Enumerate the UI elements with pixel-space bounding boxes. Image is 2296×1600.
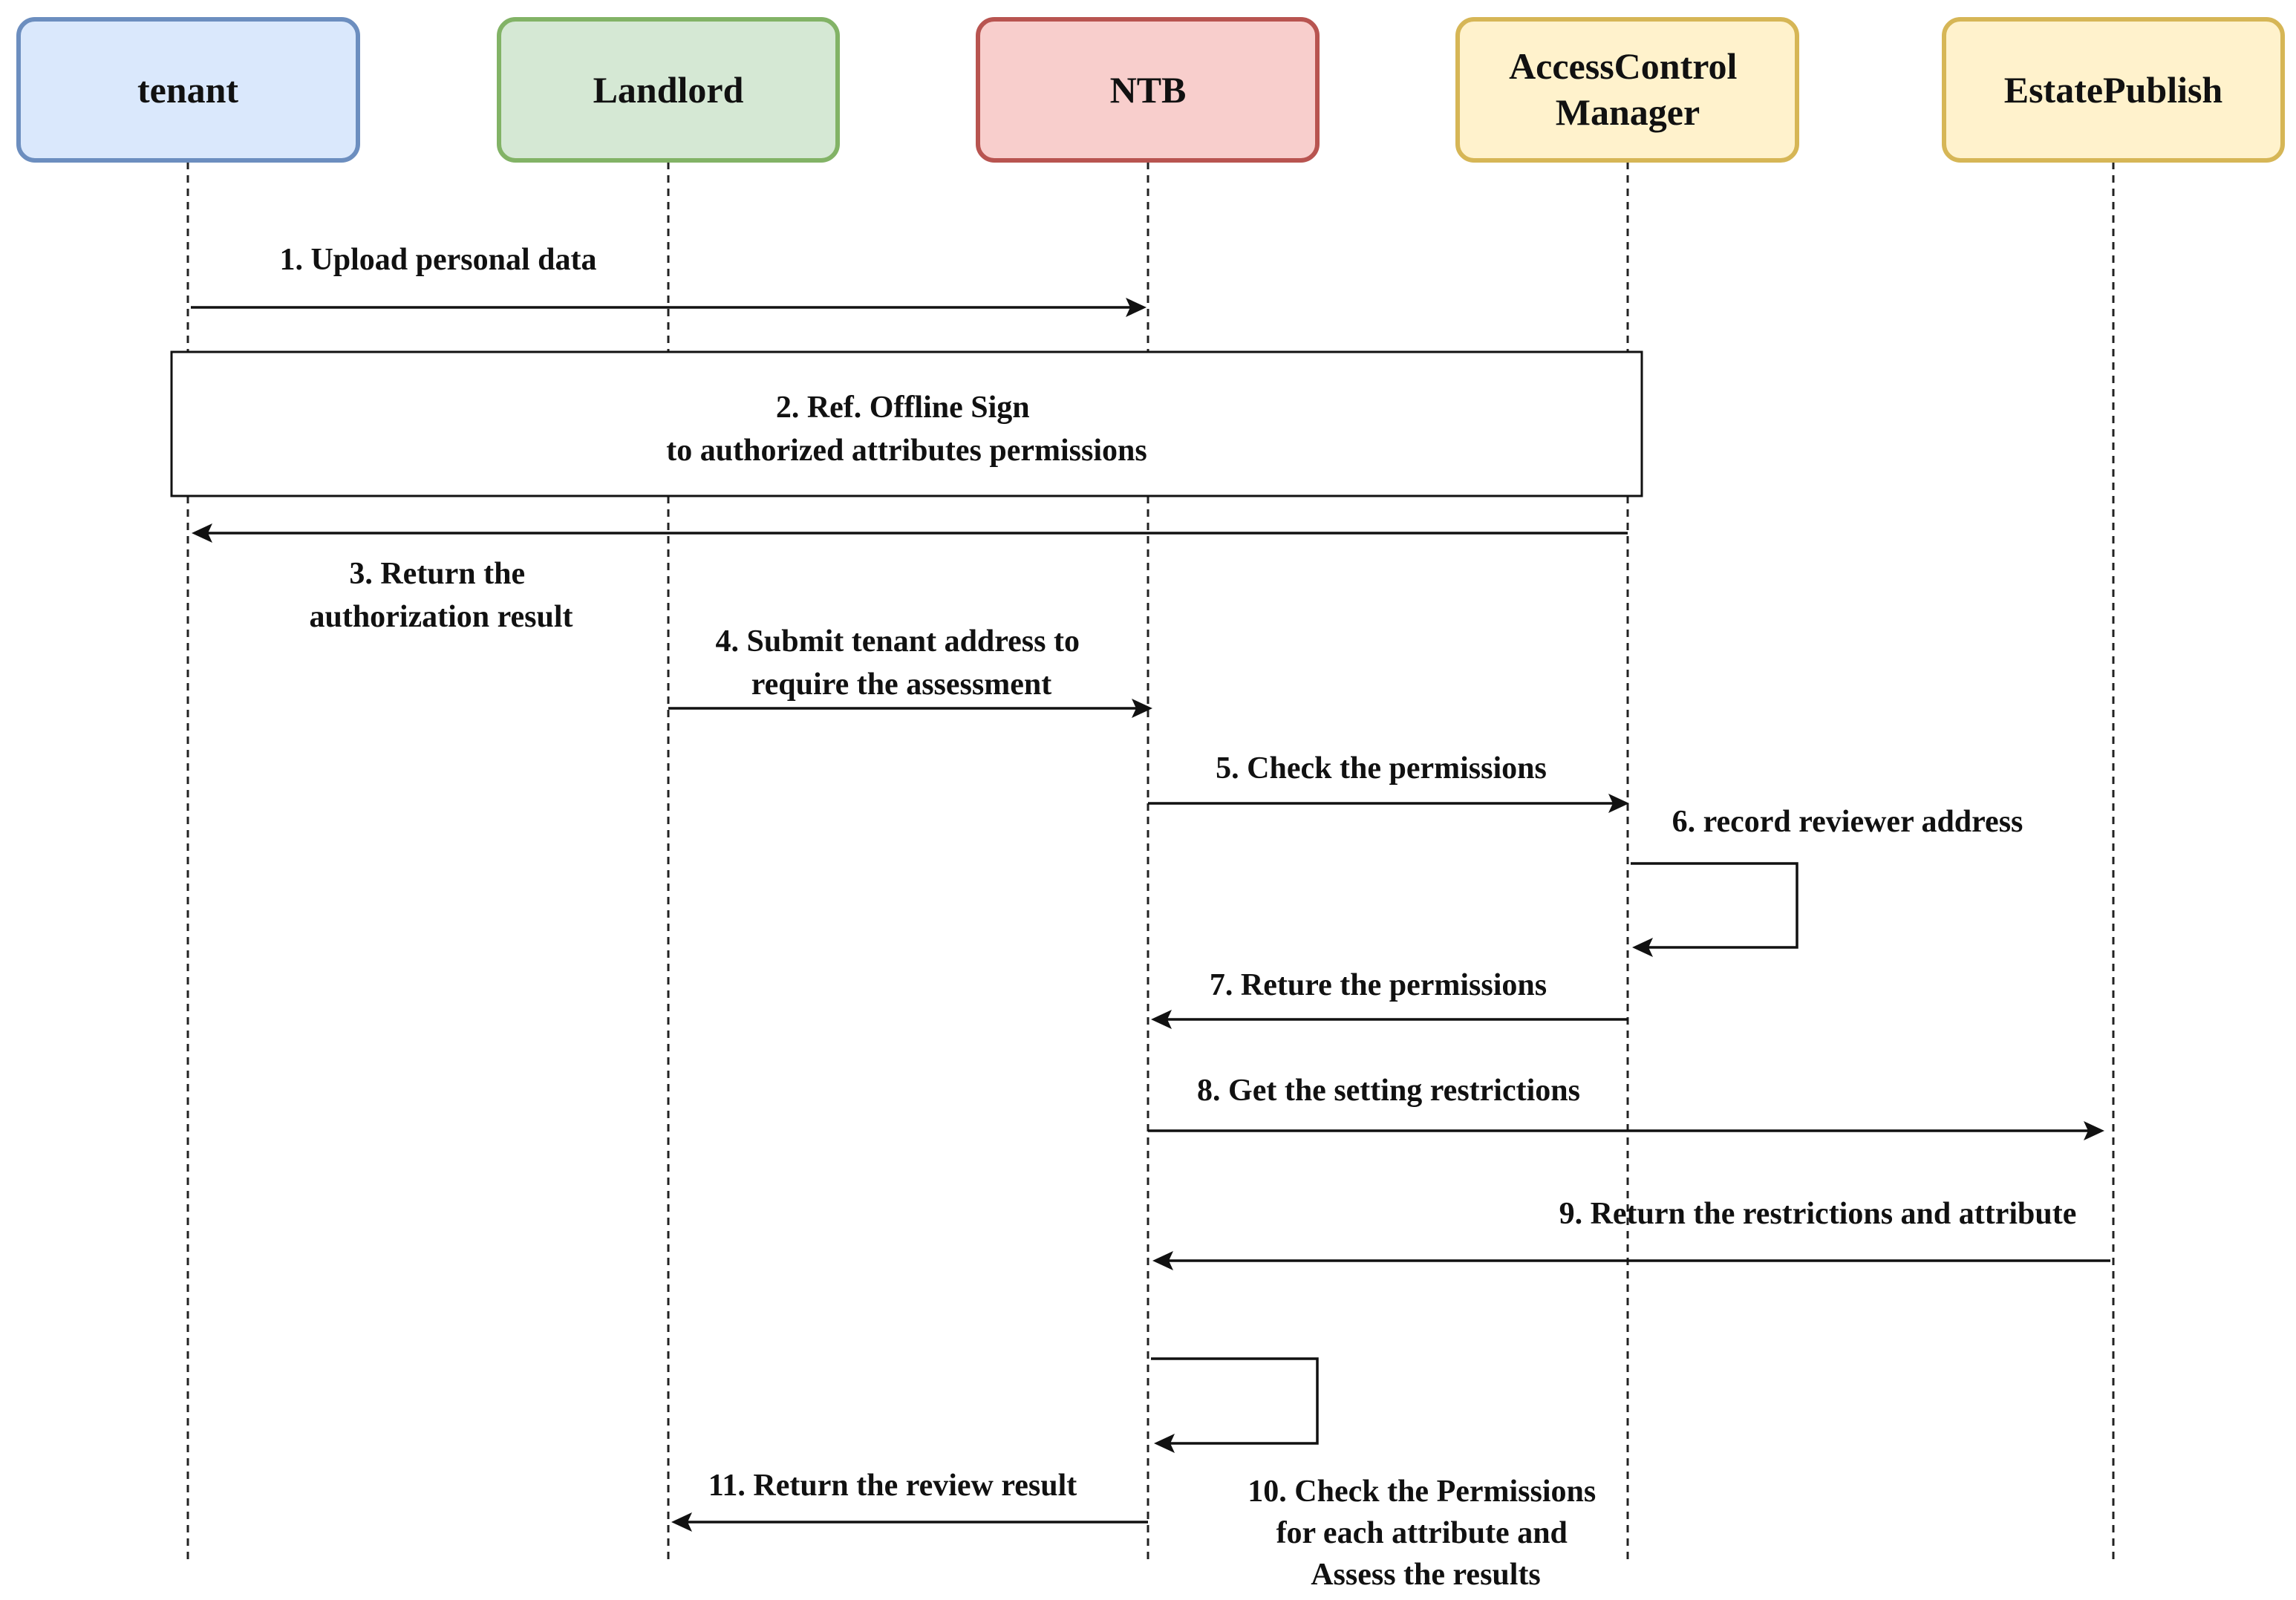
message-6-label: 6. record reviewer address: [1672, 805, 2023, 839]
actor-box-estate-publish: [1942, 17, 2285, 163]
message-4: 4. Submit tenant address to require the …: [668, 624, 1152, 718]
message-9-arrowhead: [1152, 1251, 1173, 1270]
message-6: 6. record reviewer address: [1631, 805, 2023, 957]
message-10-arrow: [1151, 1357, 1319, 1445]
message-9: 9. Return the restrictions and attribute: [1152, 1197, 2110, 1270]
actor-label-ntb: NTB: [1110, 69, 1187, 111]
actor-label-estate-publish: EstatePublish: [2004, 69, 2223, 111]
message-5-label: 5. Check the permissions: [1216, 751, 1547, 786]
message-10: 10. Check the Permissions for each attri…: [1151, 1357, 1603, 1592]
message-10-arrowhead: [1154, 1434, 1175, 1453]
actor-box-tenant: [16, 17, 360, 163]
message-9-label: 9. Return the restrictions and attribute: [1559, 1197, 2077, 1231]
actor-label-access-control-manager: AccessControl Manager: [1509, 45, 1747, 133]
messages: 1. Upload personal data 3. Return the au…: [191, 243, 2110, 1592]
actors: tenant Landlord NTB AccessControl Manage…: [16, 17, 2285, 163]
message-1-label: 1. Upload personal data: [279, 243, 596, 277]
message-10-label: 10. Check the Permissions for each attri…: [1248, 1475, 1603, 1592]
message-7-label: 7. Reture the permissions: [1210, 968, 1547, 1002]
message-6-arrowhead: [1632, 938, 1653, 957]
actor-box-landlord: [497, 17, 840, 163]
message-4-label: 4. Submit tenant address to require the …: [716, 624, 1088, 702]
actor-label-tenant: tenant: [137, 69, 238, 111]
actor-estate-publish: EstatePublish: [1942, 17, 2285, 163]
message-3: 3. Return the authorization result: [192, 523, 1628, 634]
message-8: 8. Get the setting restrictions: [1148, 1074, 2104, 1140]
message-5-arrowhead: [1608, 794, 1629, 813]
message-11: 11. Return the review result: [671, 1469, 1148, 1532]
ref-fragment-box: [170, 350, 1643, 497]
actor-access-control-manager: AccessControl Manager: [1455, 17, 1799, 163]
message-7: 7. Reture the permissions: [1151, 968, 1628, 1029]
message-3-label: 3. Return the authorization result: [309, 557, 573, 634]
actor-box-access-control-manager: [1455, 17, 1799, 163]
actor-label-landlord: Landlord: [593, 69, 744, 111]
ref-fragment-label: 2. Ref. Offline Sign to authorized attri…: [666, 391, 1147, 468]
message-8-arrowhead: [2084, 1121, 2104, 1140]
actor-landlord: Landlord: [497, 17, 840, 163]
message-11-label: 11. Return the review result: [708, 1469, 1077, 1503]
actor-tenant: tenant: [16, 17, 360, 163]
message-6-arrow: [1631, 862, 1798, 949]
actor-ntb: NTB: [976, 17, 1320, 163]
message-5: 5. Check the permissions: [1148, 751, 1629, 813]
message-4-arrowhead: [1132, 699, 1152, 718]
actor-box-ntb: [976, 17, 1320, 163]
message-1: 1. Upload personal data: [191, 243, 1147, 317]
ref-fragment-offline-sign: 2. Ref. Offline Sign to authorized attri…: [170, 350, 1643, 497]
message-3-arrowhead: [192, 523, 212, 543]
message-1-arrowhead: [1126, 298, 1147, 317]
message-7-arrowhead: [1151, 1010, 1172, 1029]
message-11-arrowhead: [671, 1512, 692, 1532]
message-8-label: 8. Get the setting restrictions: [1197, 1074, 1580, 1108]
